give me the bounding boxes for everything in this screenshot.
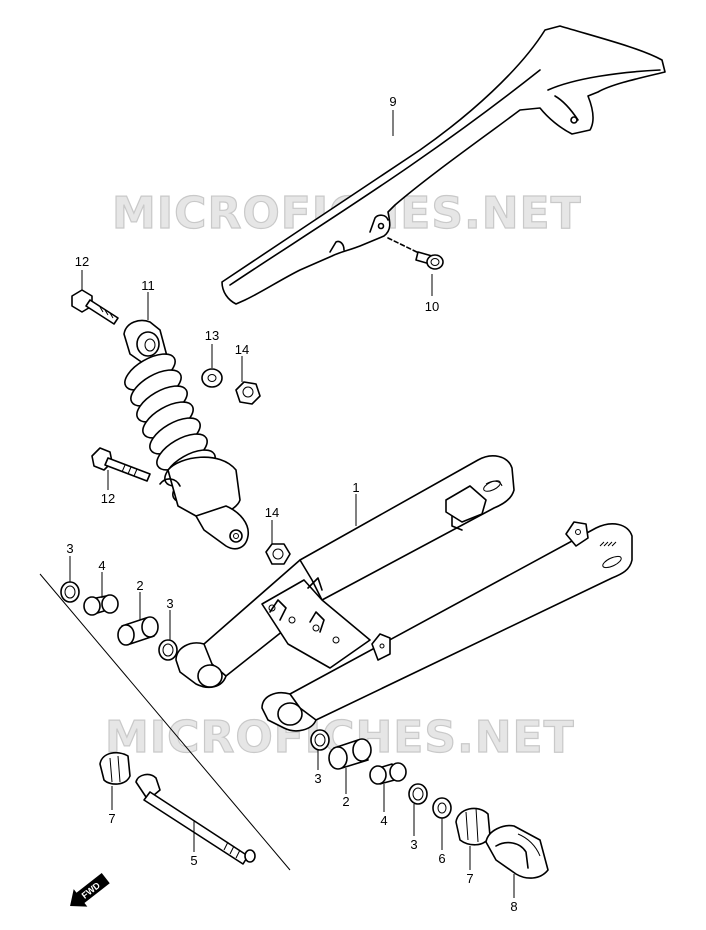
part-11-rear-shock — [123, 319, 250, 550]
callout-2-right: 2 — [342, 794, 349, 809]
part-14-upper-nut — [235, 381, 261, 405]
part-3-right-oil-seal-outer — [408, 783, 428, 805]
callout-7-left: 7 — [108, 811, 115, 826]
part-8-cover — [485, 824, 549, 879]
part-12-upper-bolt — [71, 289, 119, 325]
part-1-swingarm — [175, 455, 633, 732]
callout-3-right-inner: 3 — [314, 771, 321, 786]
part-14-lower-nut — [265, 543, 291, 565]
part-5-pivot-shaft — [135, 773, 256, 865]
part-10-bolt — [387, 237, 444, 270]
callout-12-lower: 12 — [101, 491, 115, 506]
callout-8: 8 — [510, 899, 517, 914]
part-12-lower-bolt — [91, 447, 151, 482]
part-2-right-spacer — [328, 738, 372, 770]
callout-4-right: 4 — [380, 813, 387, 828]
part-3-left-oil-seal-outer — [60, 581, 80, 603]
part-6-washer — [432, 797, 452, 819]
callout-9: 9 — [389, 94, 396, 109]
part-7-left-cap — [99, 751, 131, 785]
callout-12-upper: 12 — [75, 254, 89, 269]
callout-5: 5 — [190, 853, 197, 868]
callout-13: 13 — [205, 328, 219, 343]
callout-4-left: 4 — [98, 558, 105, 573]
part-3-right-oil-seal-inner — [310, 729, 330, 751]
callout-6: 6 — [438, 851, 445, 866]
callout-3-left-outer: 3 — [66, 541, 73, 556]
part-2-left-spacer — [117, 616, 159, 646]
part-13-washer — [201, 368, 223, 388]
callout-14-upper: 14 — [235, 342, 249, 357]
callout-14-lower: 14 — [265, 505, 279, 520]
callout-7-right: 7 — [466, 871, 473, 886]
callout-10: 10 — [425, 299, 439, 314]
part-4-left-bearing — [83, 594, 119, 616]
callout-11: 11 — [141, 278, 155, 293]
callout-2-left: 2 — [136, 578, 143, 593]
fwd-arrow-icon: FWD — [70, 873, 110, 907]
leader-lines — [69, 110, 515, 898]
callout-3-right-outer: 3 — [410, 837, 417, 852]
part-9-chain-case — [221, 25, 666, 305]
part-4-right-bearing — [369, 762, 407, 785]
watermark-bottom: MICROFICHES.NET — [105, 712, 575, 763]
part-7-right-cap — [455, 807, 491, 846]
axis-line-left — [39, 573, 291, 871]
callout-3-left-inner: 3 — [166, 596, 173, 611]
callout-1: 1 — [352, 480, 359, 495]
part-3-left-oil-seal-inner — [158, 639, 178, 661]
callout-labels: 9 10 12 11 13 14 12 14 1 3 4 2 3 7 5 3 2… — [66, 94, 517, 914]
